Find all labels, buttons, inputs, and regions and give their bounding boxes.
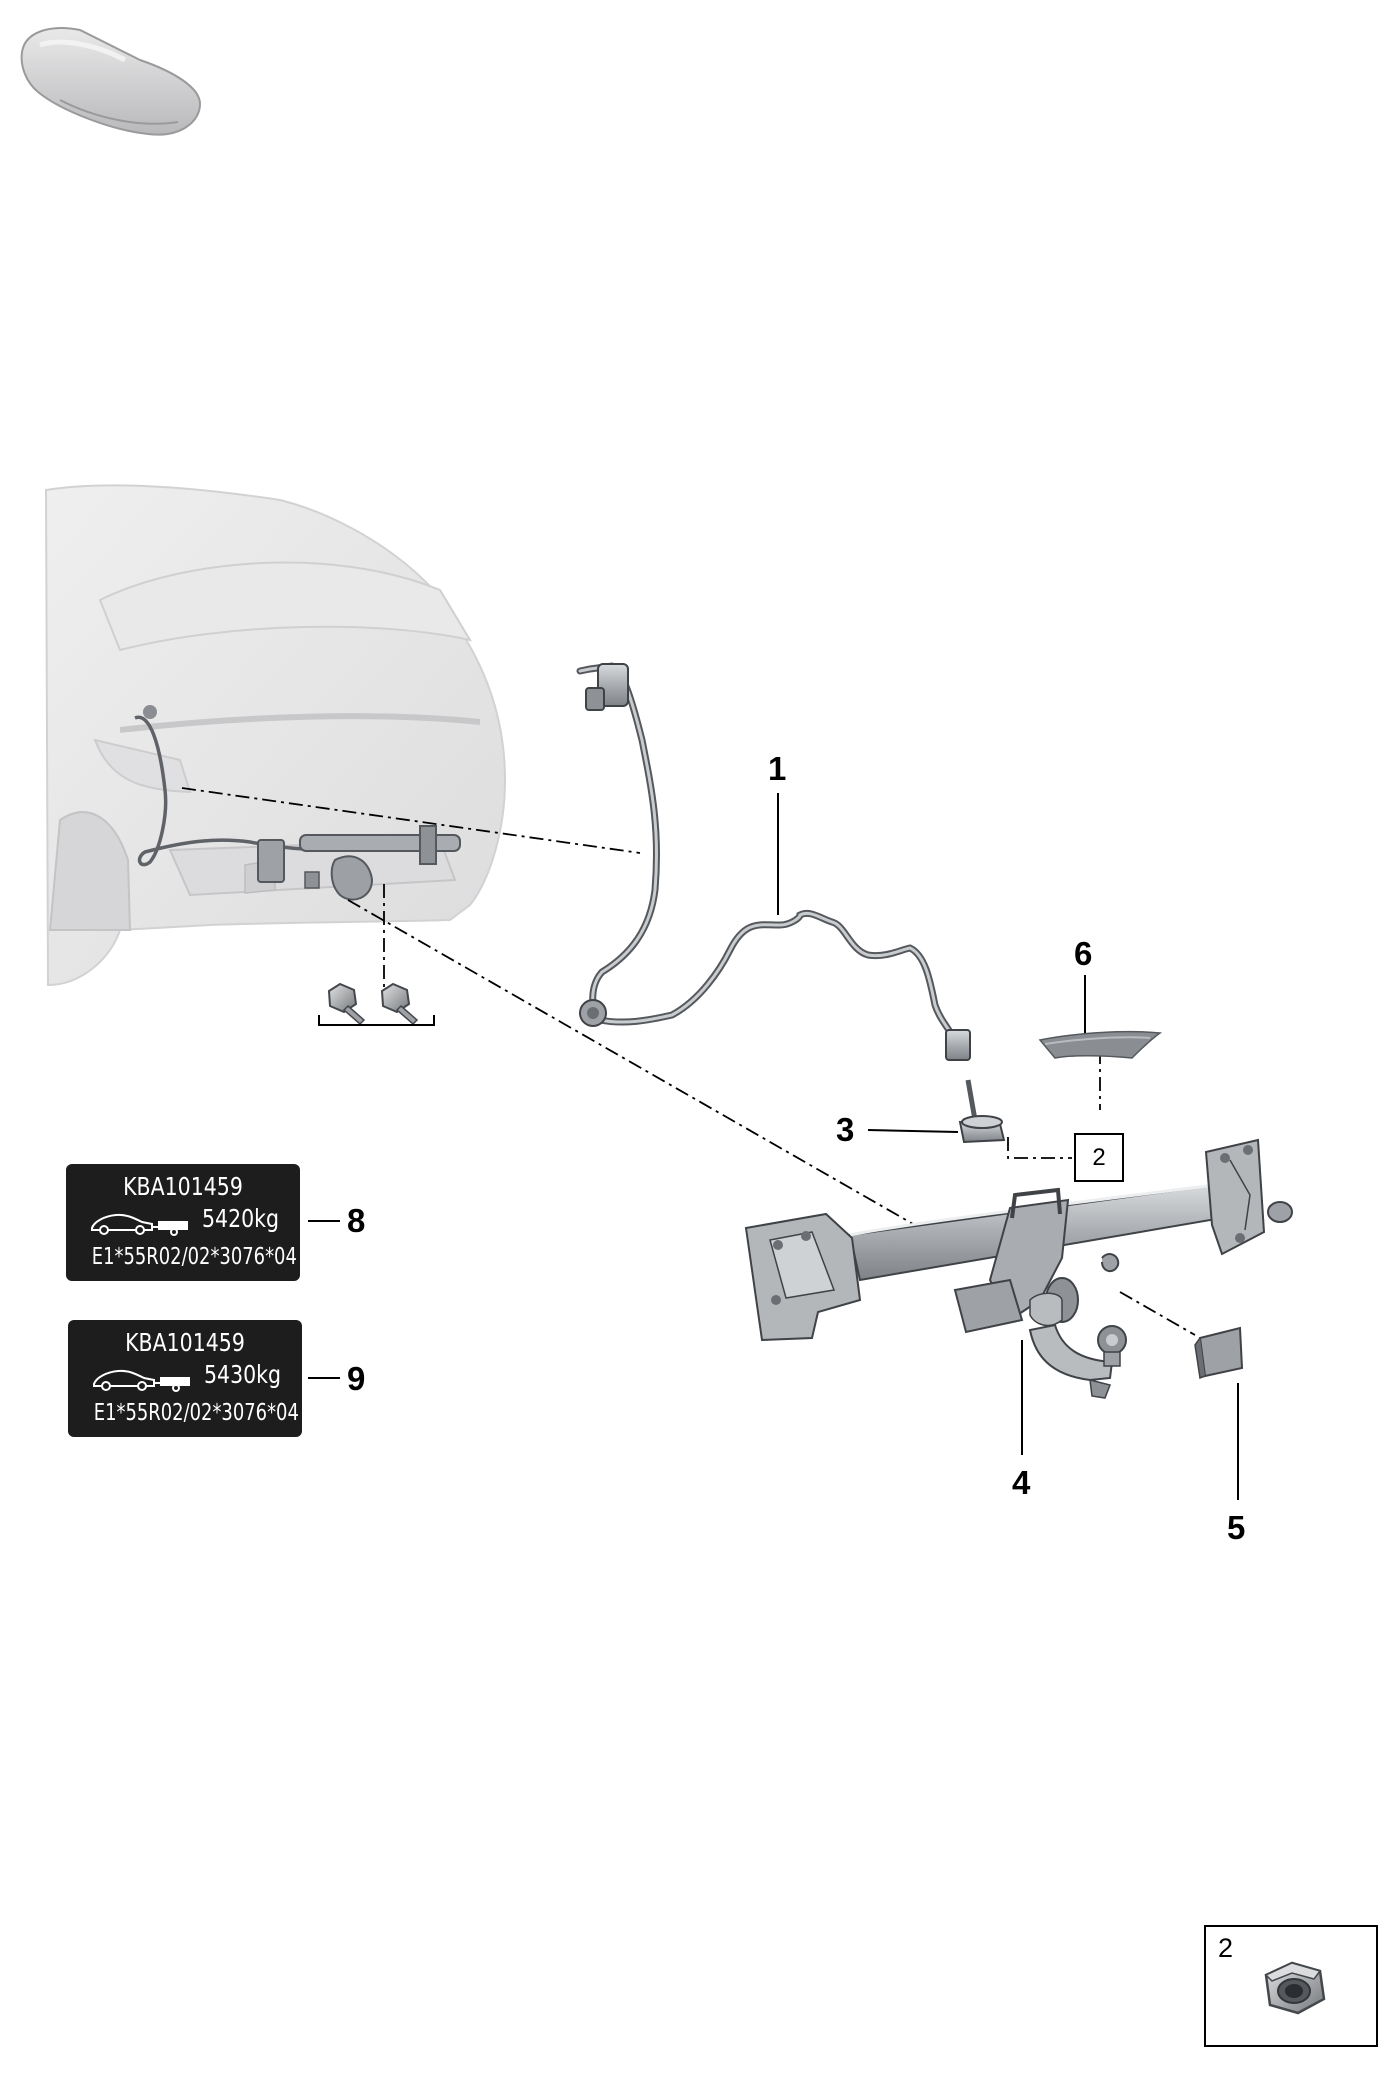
callout-5: 5: [1227, 1509, 1246, 1546]
car-trailer-icon: [91, 1213, 188, 1236]
plate-approval: E1*55R02/02*3076*04: [93, 1400, 299, 1426]
nut-reference-box: 2: [1074, 1133, 1124, 1182]
car-silhouette-icon: [20, 27, 202, 136]
plate-code: KBA101459: [125, 1328, 245, 1357]
callout-4: 4: [1012, 1464, 1031, 1501]
hex-nut-icon: [1264, 1961, 1326, 2015]
wiring-harness-icon: [576, 662, 971, 1061]
plate-load: 5420kg: [202, 1204, 280, 1233]
load-plate-8: KBA101459 5420kg E1*55R02/02*3076*04: [66, 1164, 300, 1281]
load-plate-9: KBA101459 5430kg E1*55R02/02*3076*04: [68, 1320, 302, 1437]
plate-code: KBA101459: [123, 1172, 243, 1201]
plate-approval: E1*55R02/02*3076*04: [91, 1244, 297, 1270]
callout-1: 1: [768, 750, 787, 787]
callout-3: 3: [836, 1111, 855, 1148]
socket-icon: [958, 1079, 1006, 1144]
callout-6: 6: [1074, 935, 1093, 972]
leader-lines: [308, 793, 1239, 1500]
trim-panel-icon: [1038, 1030, 1163, 1059]
callout-9: 9: [347, 1360, 366, 1397]
assembly-lines: [181, 787, 1196, 1336]
cover-cap-icon: [1194, 1326, 1244, 1380]
callout-8: 8: [347, 1202, 366, 1239]
detail-box-nut: 2: [1204, 1925, 1378, 2047]
bolt-icon: [318, 982, 435, 1026]
detail-label: 2: [1218, 1933, 1234, 1963]
tow-bar-icon: [744, 1138, 1293, 1399]
vehicle-rear-icon: [44, 484, 507, 987]
plate-load: 5430kg: [204, 1360, 282, 1389]
car-trailer-icon: [93, 1369, 190, 1392]
